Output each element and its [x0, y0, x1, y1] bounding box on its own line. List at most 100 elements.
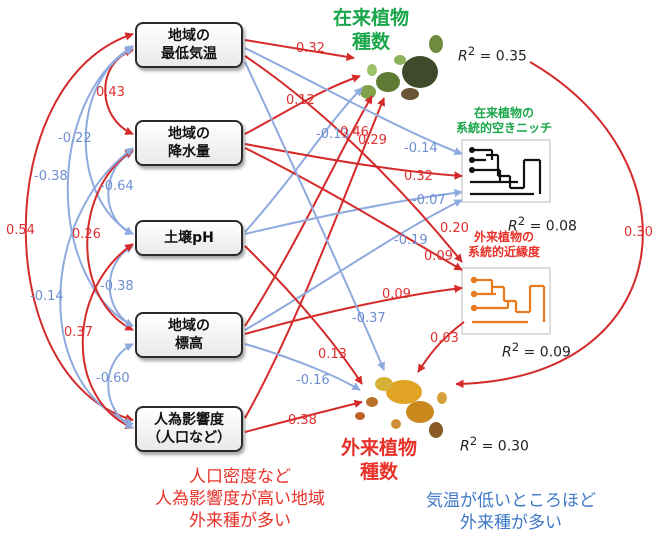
path-elev-prox-arrow	[244, 284, 463, 335]
node-soil-ph: 土壌pH	[135, 220, 243, 256]
alien-proximity-title: 外来植物の 系統的近縁度	[452, 230, 556, 260]
coef-precip-human: -0.14	[30, 289, 64, 304]
path-precip-prox-arrow	[244, 147, 463, 271]
node-elevation-line2: 標高	[175, 336, 203, 352]
r2-native-niche: R2 = 0.08	[508, 214, 577, 235]
note-temp-line2: 外来種が多い	[460, 513, 562, 533]
r2-superscript: 2	[467, 44, 476, 58]
note-human-line2: 人為影響度が高い地域	[155, 489, 325, 509]
corr-precip-ph-arrow	[107, 151, 134, 235]
node-human-impact: 人為影響度 （人口など）	[135, 406, 243, 452]
corr-precip-elev-arrow	[86, 149, 134, 331]
coef-precip-niche: 0.32	[404, 169, 433, 184]
native-niche-title-line1: 在来植物の	[473, 106, 534, 120]
r2-alien-richness-value: = 0.30	[481, 438, 529, 455]
note-human-impact: 人口密度など 人為影響度が高い地域 外来種が多い	[120, 466, 360, 532]
r2-alien-richness: R2 = 0.30	[460, 434, 529, 455]
coef-elev-alien: -0.16	[296, 373, 330, 388]
corr-ph-human-arrow	[81, 243, 134, 429]
native-niche-title-line2: 系統的空きニッチ	[455, 121, 552, 135]
coef-precip-ph: -0.64	[100, 179, 134, 194]
r2-native-richness: R2 = 0.35	[458, 44, 527, 65]
coef-temp-prox: 0.20	[440, 221, 469, 236]
path-elev-native-arrow	[244, 95, 373, 327]
coef-human-alien: 0.38	[288, 413, 317, 428]
native-richness-title-line1: 在来植物	[332, 7, 409, 29]
native-richness-title: 在来植物 種数	[326, 6, 416, 54]
coef-temp-native: 0.32	[296, 41, 325, 56]
path-temp-prox-arrow	[244, 55, 463, 263]
path-human-alien-arrow	[244, 399, 363, 433]
alien-richness-title-line1: 外来植物	[340, 437, 417, 459]
coef-elev-niche: -0.19	[394, 233, 428, 248]
note-temperature: 気温が低いところほど 外来種が多い	[396, 490, 626, 534]
native-plant-illustration	[360, 35, 443, 100]
coef-elev-human: -0.60	[96, 371, 130, 386]
coef-temp-human: 0.54	[6, 223, 35, 238]
corr-ph-elev-arrow	[108, 245, 134, 327]
r2-symbol: R	[460, 438, 470, 455]
path-precip-niche-arrow	[244, 143, 463, 180]
native-niche-tree-icon	[461, 139, 551, 203]
node-precipitation-line1: 地域の	[168, 126, 210, 142]
path-native-alien-arrow	[455, 61, 644, 389]
node-min-temperature-line2: 最低気温	[161, 46, 217, 62]
alien-proximity-tree-icon	[461, 267, 551, 335]
path-ph-native-arrow	[244, 87, 363, 233]
node-human-impact-line1: 人為影響度	[154, 412, 224, 428]
coef-precip-elev: 0.26	[72, 227, 101, 242]
alien-proximity-title-line1: 外来植物の	[473, 230, 534, 244]
coef-temp-niche: -0.14	[404, 141, 438, 156]
path-ph-niche-arrow	[244, 188, 463, 235]
r2-alien-proximity-value: = 0.09	[523, 344, 571, 361]
note-temp-line1: 気温が低いところほど	[426, 491, 596, 511]
coef-native-alien: 0.30	[624, 225, 653, 240]
coef-temp-precip: 0.43	[96, 85, 125, 100]
coef-ph-niche: -0.07	[412, 193, 446, 208]
r2-superscript: 2	[517, 214, 526, 228]
coef-precip-prox: 0.09	[424, 249, 453, 264]
coef-ph-native: -0.13	[316, 127, 350, 142]
coef-ph-elev: -0.38	[100, 279, 134, 294]
note-human-line1: 人口密度など	[189, 467, 291, 487]
r2-native-richness-value: = 0.35	[479, 48, 527, 65]
note-human-line3: 外来種が多い	[189, 511, 291, 531]
node-precipitation-line2: 降水量	[168, 144, 210, 160]
corr-precip-human-arrow	[59, 147, 134, 426]
coef-ph-human: 0.37	[64, 325, 93, 340]
path-temp-niche-arrow	[244, 47, 463, 156]
coef-prox-alien: 0.03	[430, 331, 459, 346]
node-soil-ph-line1: 土壌pH	[164, 230, 214, 246]
path-elev-niche-arrow	[244, 199, 463, 331]
r2-alien-proximity: R2 = 0.09	[502, 340, 571, 361]
corr-elev-human-arrow	[107, 343, 134, 429]
node-precipitation: 地域の 降水量	[135, 120, 243, 166]
path-human-native-arrow	[244, 97, 385, 419]
r2-superscript: 2	[469, 434, 478, 448]
coef-temp-elev: -0.38	[34, 169, 68, 184]
alien-plant-illustration	[355, 377, 447, 438]
path-temp-native-arrow	[244, 39, 355, 61]
coef-human-native: 0.29	[358, 133, 387, 148]
coef-temp-alien: -0.37	[352, 311, 386, 326]
path-ph-alien-arrow	[244, 245, 363, 385]
alien-richness-title-line2: 種数	[359, 461, 398, 483]
alien-proximity-title-line2: 系統的近縁度	[467, 245, 540, 259]
coef-temp-ph: -0.22	[58, 131, 92, 146]
path-elev-alien-arrow	[244, 343, 361, 391]
path-temp-alien-arrow	[244, 61, 385, 371]
coef-ph-alien: 0.13	[318, 347, 347, 362]
r2-symbol: R	[458, 48, 468, 65]
coef-elev-native: 0.46	[340, 125, 369, 140]
path-arrows	[24, 32, 644, 433]
r2-superscript: 2	[511, 340, 520, 354]
node-elevation-line1: 地域の	[168, 318, 210, 334]
node-elevation: 地域の 標高	[135, 312, 243, 358]
alien-richness-title: 外来植物 種数	[334, 436, 424, 484]
native-niche-title: 在来植物の 系統的空きニッチ	[448, 106, 560, 136]
corr-temp-human-arrow	[24, 32, 134, 422]
node-min-temperature-line1: 地域の	[168, 28, 210, 44]
native-richness-title-line2: 種数	[351, 31, 390, 53]
